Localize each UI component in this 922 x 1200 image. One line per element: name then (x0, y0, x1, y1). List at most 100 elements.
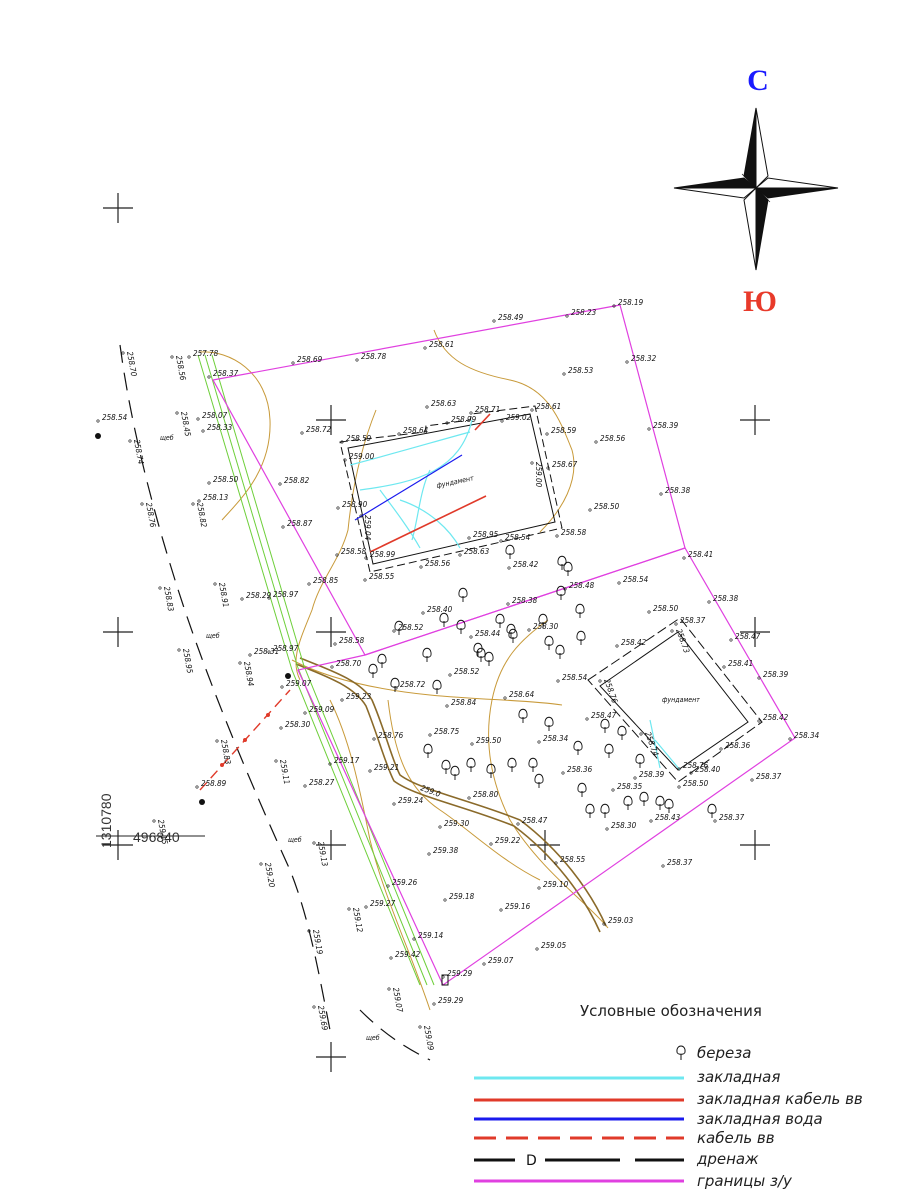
elevation-label: 258.58 (341, 547, 367, 556)
elevation-point: 258.48 (563, 581, 595, 591)
elevation-point: 258.19 (612, 298, 644, 308)
elevation-label: 259.07 (286, 679, 312, 688)
elevation-label: 258.56 (425, 559, 451, 568)
elevation-label: 258.91 (217, 582, 230, 608)
birch-tree-icon (495, 613, 505, 628)
point-marker (303, 784, 307, 788)
point-marker (152, 819, 156, 823)
elevation-label: 259.02 (506, 413, 532, 422)
elevation-label: 258.64 (509, 690, 535, 699)
grid-cross (740, 830, 770, 860)
elevation-label: 259.11 (278, 759, 291, 785)
point-marker (788, 737, 792, 741)
point-marker (545, 432, 549, 436)
elevation-point: 259.21 (368, 763, 399, 773)
elevation-label: 258.54 (505, 533, 531, 542)
elevation-point: 258.90 (336, 500, 368, 510)
point-marker (140, 502, 144, 506)
elevation-label: 259.18 (449, 892, 475, 901)
birch-tree-icon (506, 623, 516, 638)
point-marker (330, 665, 334, 669)
elevation-point: 258.55 (554, 855, 586, 865)
point-marker (530, 461, 534, 465)
point-marker (503, 696, 507, 700)
elevation-point: 259.12 (347, 907, 364, 934)
elevation-point: 258.29 (240, 591, 272, 601)
point-marker (201, 429, 205, 433)
elevation-point: 258.74 (128, 439, 145, 466)
point-marker (333, 642, 337, 646)
point-marker (722, 665, 726, 669)
elevation-point: 259.42 (389, 950, 421, 960)
birch-tree-icon (635, 753, 645, 768)
legend-item-parcel-boundary: границы з/у (474, 1172, 793, 1190)
elevation-point: 258.30 (527, 622, 559, 632)
point-marker (659, 492, 663, 496)
elevation-point: 258.71 (469, 405, 500, 415)
birch-tree-icon (476, 647, 486, 662)
point-marker (482, 962, 486, 966)
foundation-1 (339, 405, 563, 573)
point-marker (274, 759, 278, 763)
grid-cross (530, 830, 560, 860)
elevation-label: 258.52 (454, 667, 480, 676)
point-marker (647, 610, 651, 614)
birch-tree-icon (507, 757, 517, 772)
elevation-point: 258.43 (649, 813, 681, 823)
elevation-point: 258.76 (372, 731, 404, 741)
birch-tree-icon (655, 795, 665, 810)
elevation-point: 258.45 (175, 411, 192, 438)
elevation-label: 259.22 (495, 836, 521, 845)
legend-item-embedded-cable: закладная кабель вв (474, 1090, 863, 1108)
point-marker (421, 611, 425, 615)
road-dashed-line (359, 1009, 431, 1061)
point-marker (470, 742, 474, 746)
point-marker (611, 788, 615, 792)
elevation-label: 259.10 (543, 880, 569, 889)
elevation-label: 258.61 (429, 340, 454, 349)
elevation-point: 259.50 (470, 736, 502, 746)
elevation-label: 258.44 (475, 629, 501, 638)
point-marker (196, 417, 200, 421)
elevation-point: 258.78 (355, 352, 387, 362)
point-marker (516, 822, 520, 826)
hv-cable (199, 689, 291, 791)
elevation-label: 259.23 (346, 692, 372, 701)
elevation-label: 258.29 (246, 591, 272, 600)
elevation-label: 258.45 (179, 411, 192, 438)
elevation-point: 259.00 (343, 452, 375, 462)
elevation-point: 258.33 (201, 423, 233, 433)
elevation-point: 258.89 (195, 779, 227, 789)
elevation-point: 259.23 (340, 692, 372, 702)
elevation-label: 258.78 (361, 352, 387, 361)
legend-label: кабель вв (697, 1129, 775, 1147)
elevation-label: 258.53 (568, 366, 594, 375)
elevation-label: 258.38 (512, 596, 538, 605)
elevation-point: 258.76 (140, 502, 157, 529)
elevation-label: 258.54 (102, 413, 128, 422)
birch-tree-icon (600, 803, 610, 818)
legend-label: береза (697, 1044, 751, 1062)
point-marker (506, 602, 510, 606)
elevation-point: 258.97 (267, 644, 299, 654)
road-dashed-line (119, 344, 331, 1031)
elevation-label: 259.20 (263, 862, 276, 889)
elevation-label: 258.95 (473, 530, 499, 539)
elevation-point: 258.55 (363, 572, 395, 582)
elevation-label: 259.38 (433, 846, 459, 855)
elevation-point: 258.38 (659, 486, 691, 496)
elevation-point: 258.70 (121, 351, 138, 378)
point-marker (527, 628, 531, 632)
elevation-label: 258.63 (431, 399, 457, 408)
point-marker (363, 578, 367, 582)
elevation-point: 259.18 (443, 892, 475, 902)
point-marker (428, 733, 432, 737)
elevation-label: 258.30 (285, 720, 311, 729)
point-marker (412, 937, 416, 941)
elevation-label: 258.13 (203, 493, 229, 502)
elevation-label: 259.04 (363, 515, 372, 541)
point-marker (303, 711, 307, 715)
elevation-label: 258.76 (378, 731, 404, 740)
elevation-point: 258.37 (674, 616, 706, 626)
